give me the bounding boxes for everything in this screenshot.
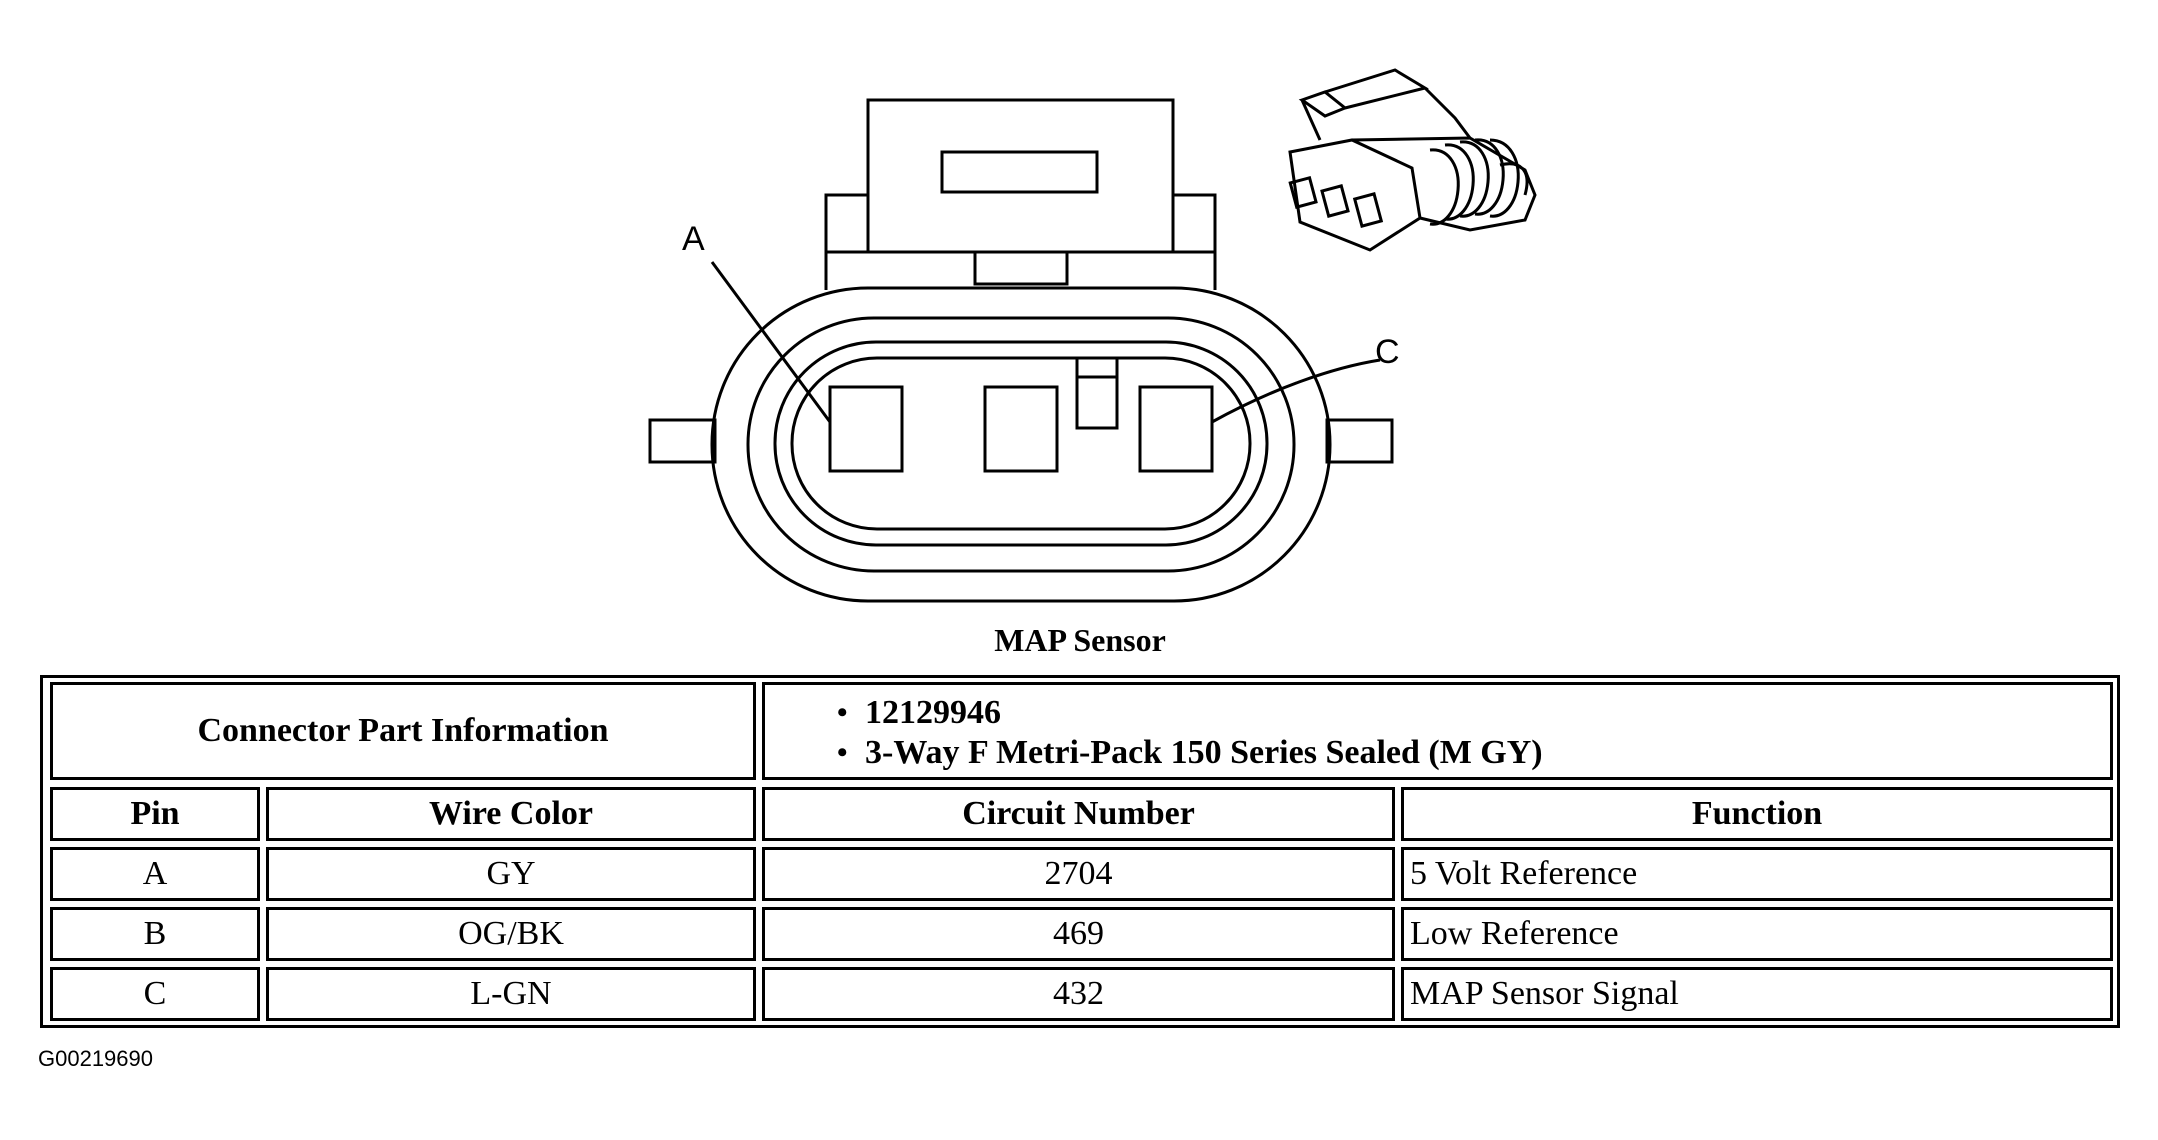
connector-info-box: • 12129946 • 3-Way F Metri-Pack 150 Seri… bbox=[762, 682, 2113, 780]
header-pin: Pin bbox=[50, 787, 260, 841]
pin-a-leader bbox=[710, 261, 832, 423]
row-a-function: 5 Volt Reference bbox=[1401, 847, 2113, 901]
pin-c-label: C bbox=[1375, 333, 1400, 371]
bullet-icon: • bbox=[837, 696, 848, 729]
connector-description: • 3-Way F Metri-Pack 150 Series Sealed (… bbox=[837, 733, 1543, 773]
pin-a-label: A bbox=[682, 220, 705, 258]
left-tab bbox=[648, 418, 717, 464]
connector-part-number-text: 12129946 bbox=[865, 694, 1001, 731]
pin-cavity-c bbox=[1138, 385, 1214, 473]
diagram-caption: MAP Sensor bbox=[994, 622, 1166, 658]
row-c-wire-color: L-GN bbox=[266, 967, 756, 1021]
row-b-wire-color: OG/BK bbox=[266, 907, 756, 961]
bullet-icon: • bbox=[837, 736, 848, 769]
row-c-circuit-number: 432 bbox=[762, 967, 1395, 1021]
connector-latch bbox=[824, 98, 1217, 290]
header-wire-color: Wire Color bbox=[266, 787, 756, 841]
row-b-pin: B bbox=[50, 907, 260, 961]
row-b-function: Low Reference bbox=[1401, 907, 2113, 961]
row-a-wire-color: GY bbox=[266, 847, 756, 901]
row-a-pin: A bbox=[50, 847, 260, 901]
pin-c-leader bbox=[1211, 358, 1381, 424]
polarization-key bbox=[1075, 356, 1119, 430]
connector-isometric-illustration bbox=[1288, 68, 1537, 252]
header-function: Function bbox=[1401, 787, 2113, 841]
map-sensor-connector-diagram: A C bbox=[648, 68, 1537, 603]
right-tab bbox=[1325, 418, 1394, 464]
row-a-circuit-number: 2704 bbox=[762, 847, 1395, 901]
connector-body bbox=[710, 286, 1332, 603]
pin-cavity-a bbox=[828, 385, 904, 473]
row-c-function: MAP Sensor Signal bbox=[1401, 967, 2113, 1021]
row-b-circuit-number: 469 bbox=[762, 907, 1395, 961]
header-circuit-number: Circuit Number bbox=[762, 787, 1395, 841]
connector-part-number: • 12129946 bbox=[837, 693, 1001, 733]
figure-id: G00219690 bbox=[38, 1046, 153, 1071]
connector-info-label: Connector Part Information bbox=[50, 682, 756, 780]
pin-cavity-b bbox=[983, 385, 1059, 473]
connector-table bbox=[40, 675, 2120, 1028]
connector-description-text: 3-Way F Metri-Pack 150 Series Sealed (M … bbox=[865, 734, 1543, 771]
row-c-pin: C bbox=[50, 967, 260, 1021]
